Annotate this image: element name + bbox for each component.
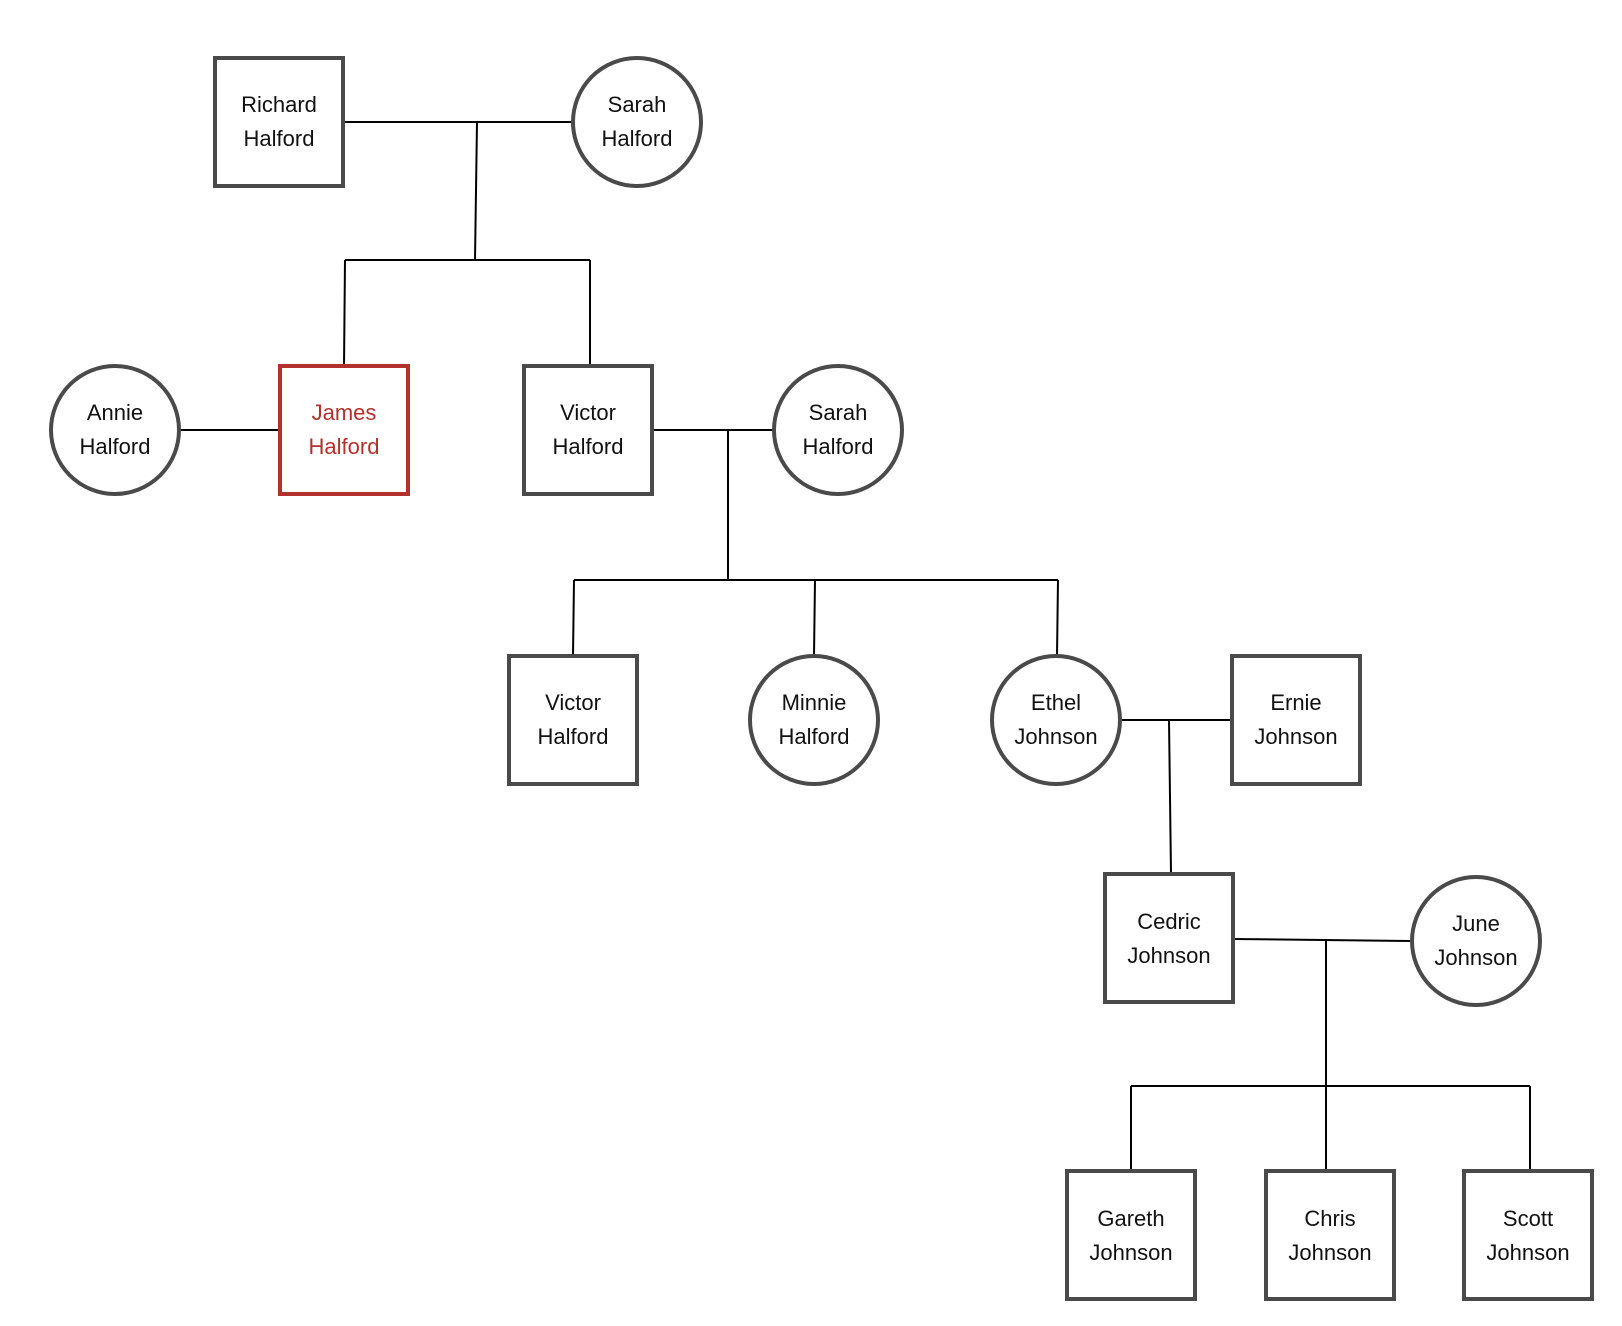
person-victor-2: Victor Halford <box>507 654 639 786</box>
person-last-name: Halford <box>80 434 151 459</box>
female-circle <box>772 364 904 496</box>
person-first-name: Ethel <box>1031 690 1081 715</box>
person-first-name: Sarah <box>809 400 868 425</box>
child-line-james <box>343 259 346 367</box>
person-june: June Johnson <box>1410 875 1542 1007</box>
person-first-name: Richard <box>241 92 317 117</box>
female-circle <box>49 364 181 496</box>
person-victor-1: Victor Halford <box>522 364 654 496</box>
male-square <box>1065 1169 1197 1301</box>
person-last-name: Johnson <box>1014 724 1097 749</box>
person-first-name: Chris <box>1304 1206 1355 1231</box>
connectors <box>180 121 1531 1171</box>
male-square <box>278 364 410 496</box>
person-first-name: Victor <box>545 690 601 715</box>
child-line-victor2 <box>572 579 575 657</box>
person-first-name: Annie <box>87 400 143 425</box>
person-ernie: Ernie Johnson <box>1230 654 1362 786</box>
person-last-name: Halford <box>538 724 609 749</box>
female-circle <box>571 56 703 188</box>
person-richard: Richard Halford <box>213 56 345 188</box>
person-minnie: Minnie Halford <box>748 654 880 786</box>
person-scott: Scott Johnson <box>1462 1169 1594 1301</box>
person-last-name: Halford <box>244 126 315 151</box>
person-last-name: Halford <box>309 434 380 459</box>
person-first-name: Sarah <box>608 92 667 117</box>
marriage-line-cedric-june <box>1232 938 1414 942</box>
male-square <box>1264 1169 1396 1301</box>
person-first-name: Scott <box>1503 1206 1553 1231</box>
child-line-minnie <box>813 579 816 657</box>
person-last-name: Halford <box>803 434 874 459</box>
descent-line-ethel-ernie <box>1168 719 1172 875</box>
male-square <box>522 364 654 496</box>
person-last-name: Johnson <box>1434 945 1517 970</box>
person-last-name: Johnson <box>1486 1240 1569 1265</box>
person-gareth: Gareth Johnson <box>1065 1169 1197 1301</box>
male-square <box>1230 654 1362 786</box>
descent-line-richard-sarah <box>474 121 478 261</box>
male-square <box>507 654 639 786</box>
person-first-name: June <box>1452 911 1500 936</box>
person-cedric: Cedric Johnson <box>1103 872 1235 1004</box>
female-circle <box>748 654 880 786</box>
person-last-name: Johnson <box>1288 1240 1371 1265</box>
person-sarah-2: Sarah Halford <box>772 364 904 496</box>
male-square <box>213 56 345 188</box>
child-line-ethel <box>1056 579 1059 657</box>
person-last-name: Halford <box>779 724 850 749</box>
person-last-name: Johnson <box>1254 724 1337 749</box>
person-chris: Chris Johnson <box>1264 1169 1396 1301</box>
person-james: James Halford <box>278 364 410 496</box>
female-circle <box>990 654 1122 786</box>
male-square <box>1462 1169 1594 1301</box>
female-circle <box>1410 875 1542 1007</box>
person-sarah-1: Sarah Halford <box>571 56 703 188</box>
person-last-name: Halford <box>553 434 624 459</box>
male-square <box>1103 872 1235 1004</box>
person-last-name: Johnson <box>1127 943 1210 968</box>
person-first-name: Gareth <box>1097 1206 1164 1231</box>
person-first-name: Ernie <box>1270 690 1321 715</box>
person-first-name: Minnie <box>782 690 847 715</box>
person-ethel: Ethel Johnson <box>990 654 1122 786</box>
person-first-name: James <box>312 400 377 425</box>
person-annie: Annie Halford <box>49 364 181 496</box>
person-last-name: Johnson <box>1089 1240 1172 1265</box>
person-first-name: Victor <box>560 400 616 425</box>
person-last-name: Halford <box>602 126 673 151</box>
person-first-name: Cedric <box>1137 909 1201 934</box>
